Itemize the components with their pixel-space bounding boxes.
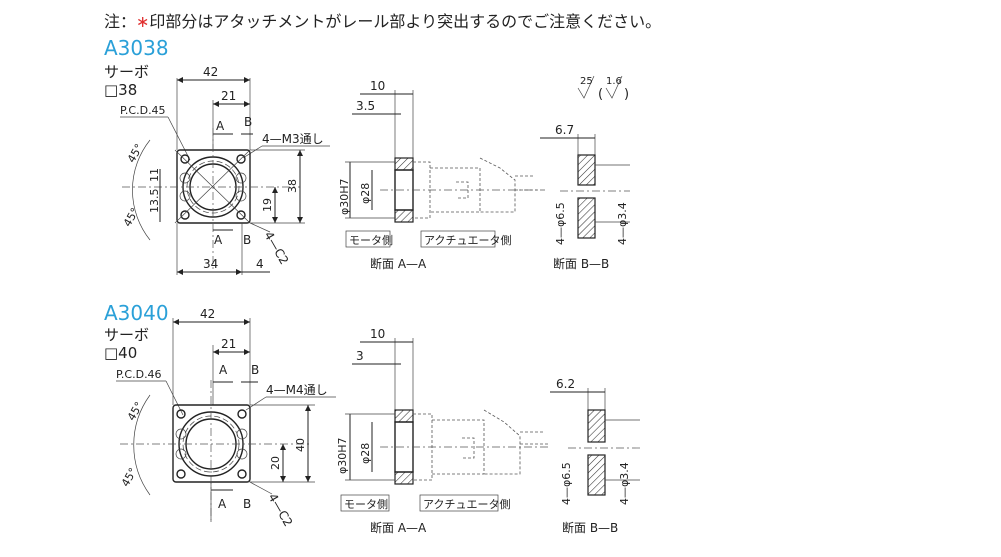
tap-label: 4—M3通し (262, 132, 324, 146)
angle-label-upper: 45° (125, 142, 146, 165)
section-mark-a-bottom-2: A (218, 497, 227, 511)
motor-side-label-2: モータ側 (344, 498, 388, 511)
section-mark-a-bottom: A (214, 233, 223, 247)
a3038-front-view: 42 21 P.C.D.45 A B 4—M3通し (120, 65, 330, 275)
dim-height: 38 (286, 179, 299, 193)
angle-label-lower: 45° (121, 206, 142, 229)
sec-a-pilot: φ28 (359, 183, 372, 204)
sec-a-pilot-2: φ28 (359, 443, 372, 464)
model-title-a3040: A3040 (104, 301, 169, 325)
sec-b-width: 6.7 (555, 123, 574, 137)
note-text: 印部分はアタッチメントがレール部より突出するのでご注意ください。 (149, 12, 662, 31)
model-title-a3038: A3038 (104, 36, 169, 60)
angle-label-upper-2: 45° (125, 400, 146, 423)
dim-bottom: 34 (203, 257, 218, 271)
a3040-section-aa: 10 3 φ30H7 φ28 モータ側 アクチュエータ側 断面 A—A (336, 327, 550, 535)
caution-note: 注：∗印部分はアタッチメントがレール部より突出するのでご注意ください。 (104, 8, 661, 32)
actuator-side-label: アクチュエータ側 (424, 234, 511, 247)
dim-half-width: 21 (221, 89, 236, 103)
a3040-section-bb: 6.2 4—φ6.5 4—φ3.4 断面 B—B (550, 377, 640, 535)
sec-b-hole-2: 4—φ3.4 (616, 202, 629, 245)
angle-label-lower-2: 45° (119, 466, 140, 489)
section-mark-b-top: B (244, 115, 252, 129)
size-label-a3038: □38 (104, 81, 138, 99)
pcd-label-2: P.C.D.46 (116, 368, 162, 381)
dim-height-2: 40 (294, 438, 307, 452)
sec-a-thickness: 3.5 (356, 99, 375, 113)
a3038-section-aa: 10 3.5 φ30H7 φ28 モータ側 アクチュエータ側 断面 A—A (338, 79, 545, 271)
section-mark-a-top: A (216, 119, 225, 133)
section-b-caption: 断面 B—B (553, 256, 609, 271)
sec-a-width-2: 10 (370, 327, 385, 341)
servo-label-a3038: サーボ (104, 63, 150, 81)
sec-a-bore-2: φ30H7 (336, 437, 349, 474)
sec-a-thickness-2: 3 (356, 349, 364, 363)
section-a-caption: 断面 A—A (370, 256, 427, 271)
chamfer-label: 4—C2 (261, 229, 291, 267)
tap-label-2: 4—M4通し (266, 383, 328, 397)
dim-half-height-2: 20 (269, 456, 282, 470)
note-prefix: 注： (104, 12, 137, 31)
servo-label-a3040: サーボ (104, 326, 150, 344)
roughness-value-1: 25 (580, 76, 593, 87)
dim-width-2: 42 (200, 307, 215, 321)
actuator-side-label-2: アクチュエータ側 (423, 498, 510, 511)
section-mark-b-top-2: B (251, 363, 259, 377)
chamfer-label-2: 4—C2 (265, 491, 295, 529)
sec-b-hole-2-2: 4—φ3.4 (618, 462, 631, 505)
section-a-caption-2: 断面 A—A (370, 520, 427, 535)
motor-side-label: モータ側 (349, 234, 393, 247)
dim-offset-2: 13.5 (148, 189, 161, 214)
section-mark-b-bottom-2: B (243, 497, 251, 511)
dim-width: 42 (203, 65, 218, 79)
sec-b-hole-1: 4—φ6.5 (554, 202, 567, 245)
roughness-close: ) (624, 87, 629, 102)
roughness-open: ( (598, 87, 603, 102)
asterisk-mark: ∗ (136, 12, 150, 31)
dim-offset-1: 11 (148, 168, 161, 182)
sec-a-width: 10 (370, 79, 385, 93)
section-b-caption-2: 断面 B—B (562, 520, 618, 535)
a3040-front-view: 42 21 P.C.D.46 A B 4—M4通し 45° 45° 20 (116, 307, 336, 529)
roughness-value-2: 1.6 (606, 76, 622, 87)
a3038-section-bb: 6.7 4—φ6.5 4—φ3.4 断面 B—B (540, 123, 630, 271)
section-mark-b-bottom: B (243, 233, 251, 247)
size-label-a3040: □40 (104, 344, 138, 362)
sec-b-hole-1-2: 4—φ6.5 (560, 462, 573, 505)
roughness-symbol: 25 ( 1.6 ) (577, 75, 629, 102)
dim-half-width-2: 21 (221, 337, 236, 351)
dim-edge: 4 (256, 257, 264, 271)
section-mark-a-top-2: A (219, 363, 228, 377)
sec-a-bore: φ30H7 (338, 178, 351, 215)
pcd-label: P.C.D.45 (120, 104, 166, 117)
sec-b-width-2: 6.2 (556, 377, 575, 391)
dim-half-height: 19 (261, 198, 274, 212)
